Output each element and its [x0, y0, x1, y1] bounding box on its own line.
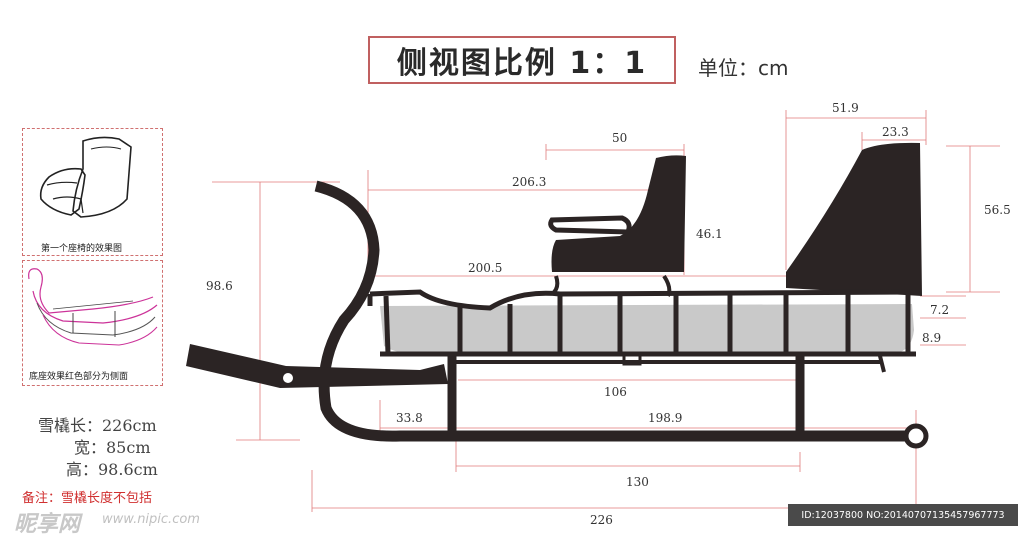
- runner-and-handle: [314, 180, 916, 442]
- seat-preview-panel: 第一个座椅的效果图: [22, 128, 163, 256]
- dim-leg-span: 106: [604, 385, 627, 399]
- base-preview-caption: 底座效果红色部分为侧面: [29, 372, 129, 382]
- title-box: 侧视图比例 1：1: [368, 36, 676, 84]
- dimension-lines: [212, 110, 1000, 512]
- rear-ring-icon: [903, 423, 929, 449]
- seat-sketch-icon: [39, 136, 132, 218]
- watermark-logo: 昵享网: [14, 512, 81, 537]
- rear-seatback: [786, 142, 922, 296]
- spec-width: 宽：85cm: [74, 438, 151, 457]
- dim-runner-gap: 8.9: [922, 331, 941, 345]
- upper-frame: [367, 289, 917, 357]
- dim-back-top: 23.3: [882, 125, 909, 139]
- base-preview-panel: 底座效果红色部分为侧面: [22, 260, 163, 386]
- seat-preview-caption: 第一个座椅的效果图: [41, 244, 123, 254]
- unit-label: 单位：cm: [698, 56, 789, 80]
- base-sketch-icon: [28, 268, 158, 346]
- pull-handle: [186, 344, 448, 388]
- remark-note: 备注：雪橇长度不包括: [22, 491, 153, 506]
- dim-frame-gap: 7.2: [930, 303, 949, 317]
- watermark-url: www.nipic.com: [102, 512, 200, 527]
- tub-body: [380, 304, 914, 354]
- dim-back-depth: 51.9: [832, 101, 859, 115]
- front-seat: [548, 155, 686, 297]
- dim-seat-height: 46.1: [696, 227, 723, 241]
- spec-length: 雪橇长：226cm: [38, 416, 157, 435]
- dim-frame-length: 200.5: [468, 261, 502, 275]
- dim-front-offset: 33.8: [396, 411, 423, 425]
- dim-base-span: 130: [626, 475, 649, 489]
- dim-back-height: 56.5: [984, 203, 1011, 217]
- dim-overall-height: 98.6: [206, 279, 233, 293]
- handle-bolt-icon: [281, 371, 295, 385]
- dim-seat-width: 50: [612, 131, 627, 145]
- dim-rail-top: 206.3: [512, 175, 546, 189]
- spec-height: 高：98.6cm: [66, 460, 158, 479]
- dim-runner-length: 198.9: [648, 411, 682, 425]
- image-id-bar: ID:12037800 NO:20140707135457967773: [788, 504, 1018, 526]
- diagram-title: 侧视图比例 1：1: [396, 46, 648, 81]
- dim-total-length: 226: [590, 513, 613, 527]
